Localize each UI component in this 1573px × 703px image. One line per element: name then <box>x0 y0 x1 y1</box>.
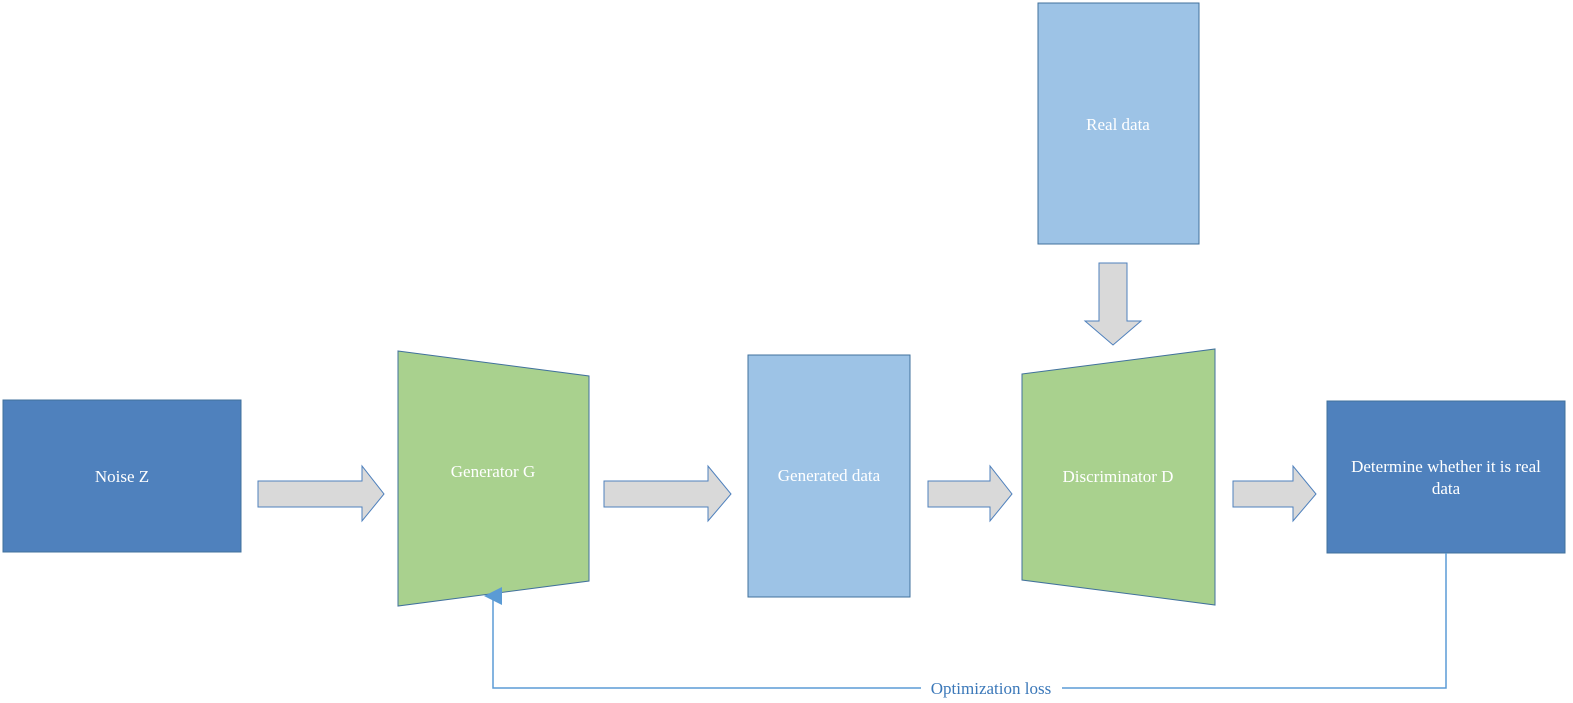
determine-label-line2: data <box>1432 479 1461 498</box>
optimization-loss-label: Optimization loss <box>931 679 1051 698</box>
feedback-loop: Optimization loss <box>484 553 1447 698</box>
real-data-label: Real data <box>1086 115 1150 134</box>
generator-node: Generator G <box>397 350 590 607</box>
arrow-generated-to-discriminator <box>927 464 1013 523</box>
arrow-real-to-discriminator <box>1083 262 1143 346</box>
generated-data-label: Generated data <box>778 466 881 485</box>
noise-node: Noise Z <box>2 399 242 553</box>
generated-data-node: Generated data <box>747 354 911 598</box>
real-data-node: Real data <box>1037 2 1200 245</box>
determine-node: Determine whether it is real data <box>1326 400 1566 554</box>
determine-label-line1: Determine whether it is real <box>1351 457 1541 476</box>
discriminator-node: Discriminator D <box>1021 348 1216 606</box>
noise-label: Noise Z <box>95 467 149 486</box>
arrow-discriminator-to-determine <box>1232 464 1317 523</box>
arrow-generator-to-generated <box>603 464 732 523</box>
generator-label: Generator G <box>451 462 536 481</box>
discriminator-label: Discriminator D <box>1063 467 1174 486</box>
arrow-noise-to-generator <box>257 464 385 523</box>
